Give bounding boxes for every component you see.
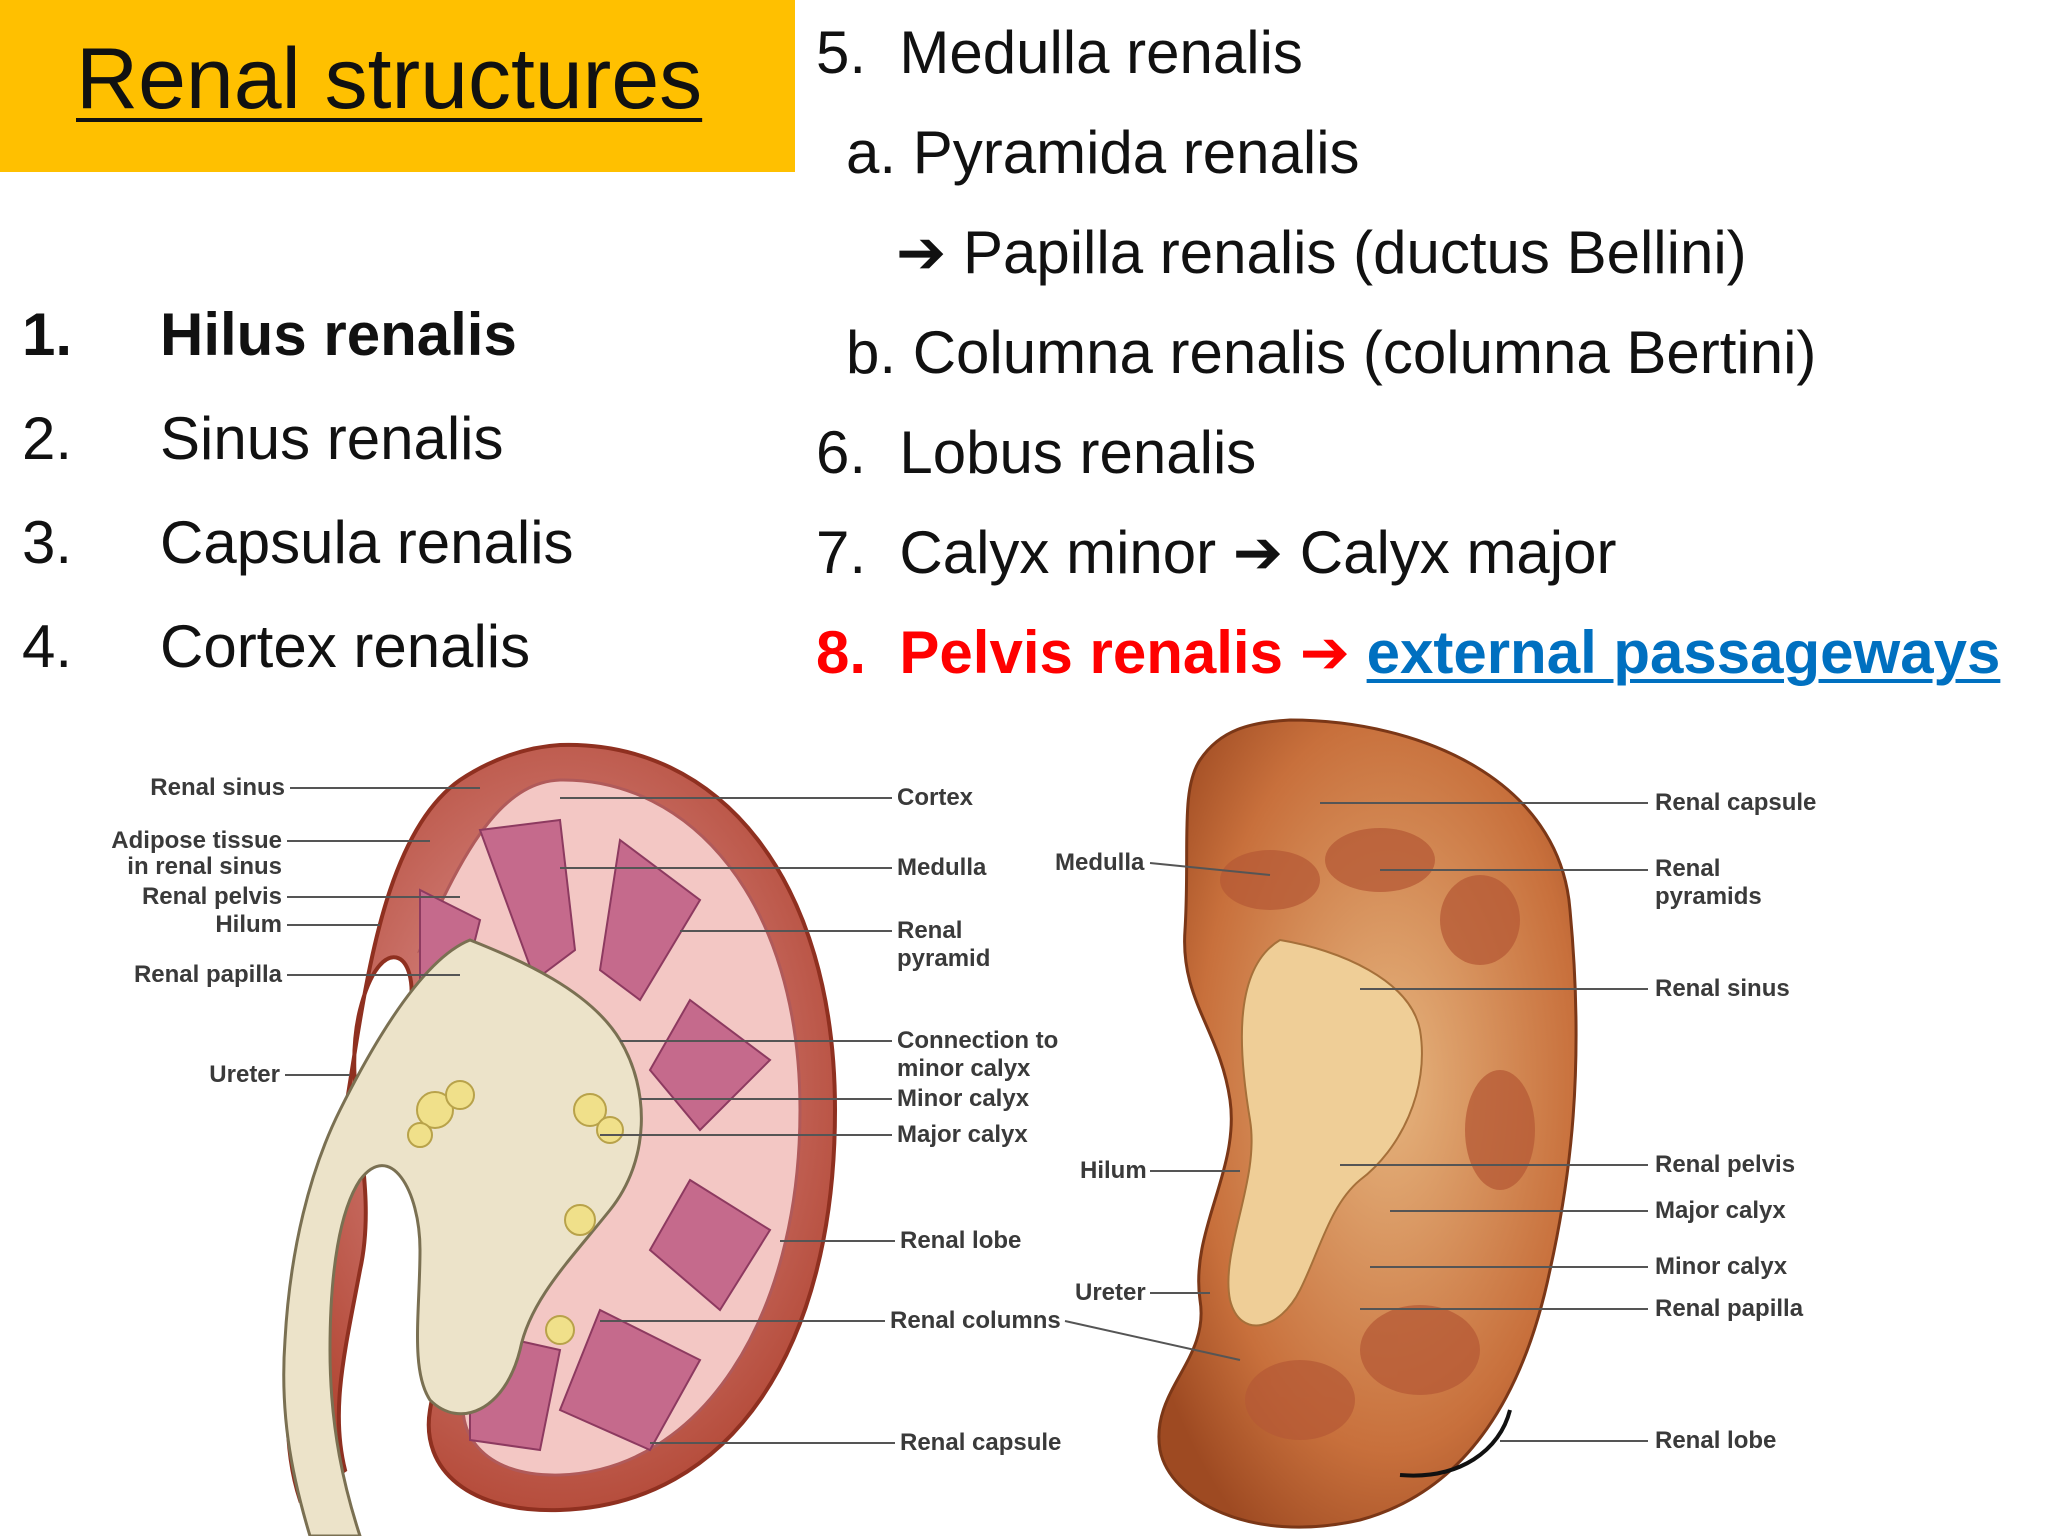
label-renal-pelvis: Renal pelvis: [142, 883, 282, 910]
list-text: Pelvis renalis: [899, 619, 1283, 686]
label-renal-lobe-l: Renal lobe: [900, 1227, 1021, 1254]
kidney-figures: Renal sinus Adipose tissue in renal sinu…: [111, 718, 1816, 1536]
list-text: Pyramida renalis: [912, 119, 1360, 186]
label-medulla-r: Medulla: [1055, 849, 1145, 876]
label-renal-capsule-r: Renal capsule: [1655, 789, 1816, 816]
left-diagram-labels-right: Cortex Medulla Renal pyramid Connection …: [560, 784, 1241, 1456]
arrow-right-icon: ➔: [1299, 619, 1350, 686]
label-connection-2: minor calyx: [897, 1055, 1031, 1082]
renal-pelvis-shape: [282, 938, 643, 1536]
arrow-right-icon: ➔: [1232, 519, 1284, 586]
list-text: Sinus renalis: [160, 405, 504, 472]
adipose-tissue: [407, 1080, 624, 1345]
renal-pyramids-photo: [1220, 828, 1535, 1440]
list-number: a.: [846, 119, 897, 186]
label-connection-1: Connection to: [897, 1027, 1058, 1054]
external-passageways-link[interactable]: external passageways: [1366, 619, 2001, 686]
renal-lobe-marker: [1399, 1409, 1512, 1478]
list-text: Calyx minor: [899, 519, 1217, 586]
arrow-right-icon: ➔: [896, 219, 947, 286]
label-adipose-tissue-2: in renal sinus: [127, 853, 282, 880]
label-major-calyx-r: Major calyx: [1655, 1197, 1786, 1224]
list-number: 8.: [816, 619, 867, 686]
list-number: 4.: [22, 613, 73, 680]
label-renal-columns: Renal columns: [890, 1307, 1061, 1334]
list-item-lobus: 6. Lobus renalis: [816, 418, 1256, 487]
label-renal-papilla: Renal papilla: [134, 961, 283, 988]
label-cortex-l: Cortex: [897, 784, 974, 811]
label-hilum: Hilum: [215, 911, 282, 938]
list-item-columna: b. Columna renalis (columna Bertini): [846, 318, 1816, 387]
list-number: 6.: [816, 419, 867, 486]
list-text: Medulla renalis: [899, 19, 1303, 86]
label-renal-pyramid-2: pyramid: [897, 945, 990, 972]
label-renal-papilla-r: Renal papilla: [1655, 1295, 1804, 1322]
label-medulla-l: Medulla: [897, 854, 987, 881]
label-renal-sinus-r: Renal sinus: [1655, 975, 1790, 1002]
list-item-pelvis: 8. Pelvis renalis ➔ external passageways: [816, 618, 2000, 688]
label-hilum-r: Hilum: [1080, 1157, 1147, 1184]
list-item-papilla: ➔ Papilla renalis (ductus Bellini): [896, 218, 1747, 288]
label-ureter: Ureter: [209, 1061, 280, 1088]
list-text: Calyx major: [1299, 519, 1617, 586]
label-major-calyx-l: Major calyx: [897, 1121, 1028, 1148]
label-renal-sinus: Renal sinus: [150, 774, 285, 801]
list-number: 1.: [22, 301, 73, 368]
label-renal-pyramids-r: Renal: [1655, 855, 1720, 882]
list-number: 7.: [816, 519, 867, 586]
renal-sinus-shape: [1227, 938, 1423, 1327]
list-text: Capsula renalis: [160, 509, 574, 576]
list-item-calyx: 7. Calyx minor ➔ Calyx major: [816, 518, 1616, 588]
kidney-illustration: [282, 742, 838, 1536]
label-adipose-tissue: Adipose tissue: [111, 827, 282, 854]
label-minor-calyx-r: Minor calyx: [1655, 1253, 1788, 1280]
leader-line: [1149, 862, 1271, 876]
leader-line: [1064, 1320, 1241, 1361]
list-text: Lobus renalis: [899, 419, 1257, 486]
list-number: 3.: [22, 509, 73, 576]
list-text: Columna renalis (columna Bertini): [912, 319, 1817, 386]
list-number: b.: [846, 319, 897, 386]
right-photo-labels: Medulla Hilum Ureter Renal capsule Renal…: [1055, 789, 1816, 1454]
label-renal-pelvis-r: Renal pelvis: [1655, 1151, 1795, 1178]
list-item-pyramida: a. Pyramida renalis: [846, 118, 1360, 187]
list-text: Hilus renalis: [160, 301, 517, 368]
label-renal-lobe-r: Renal lobe: [1655, 1427, 1776, 1454]
label-renal-pyramids-r2: pyramids: [1655, 883, 1762, 910]
label-renal-capsule-l: Renal capsule: [900, 1429, 1061, 1456]
kidney-photo-section: [1157, 718, 1578, 1529]
list-number: 2.: [22, 405, 73, 472]
label-minor-calyx-l: Minor calyx: [897, 1085, 1030, 1112]
list-number: 5.: [816, 19, 867, 86]
list-item-medulla: 5. Medulla renalis: [816, 18, 1303, 87]
list-text: Papilla renalis (ductus Bellini): [962, 219, 1747, 286]
list-text: Cortex renalis: [160, 613, 531, 680]
title-banner: [0, 0, 795, 172]
page-title: Renal structures: [76, 31, 703, 127]
label-renal-pyramid-1: Renal: [897, 917, 962, 944]
label-ureter-r: Ureter: [1075, 1279, 1146, 1306]
left-diagram-labels-left: Renal sinus Adipose tissue in renal sinu…: [111, 774, 480, 1088]
